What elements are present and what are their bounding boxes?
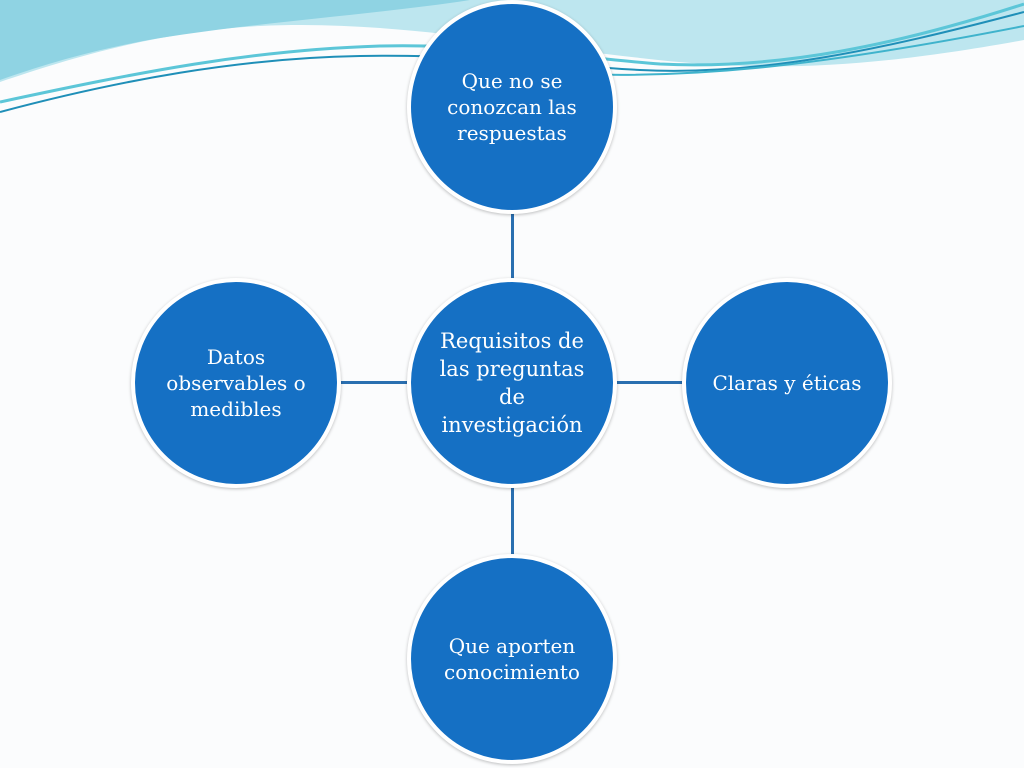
connector-bottom [511, 486, 514, 558]
connector-left [340, 381, 410, 384]
center-node: Requisitos de las preguntas de investiga… [407, 278, 617, 488]
left-node-label: Datos observables o medibles [166, 345, 306, 421]
right-node-label: Claras y éticas [712, 371, 862, 395]
wave-band-mid [0, 0, 470, 80]
left-node: Datos observables o medibles [131, 278, 341, 488]
bottom-node-label: Que aporten conocimiento [444, 634, 580, 684]
center-node-label: Requisitos de las preguntas de investiga… [439, 329, 585, 437]
top-node: Que no se conozcan las respuestas [407, 0, 617, 214]
right-node: Claras y éticas [682, 278, 892, 488]
connector-top [511, 210, 514, 282]
top-node-label: Que no se conozcan las respuestas [447, 69, 577, 145]
connector-right [616, 381, 686, 384]
bottom-node: Que aporten conocimiento [407, 554, 617, 764]
